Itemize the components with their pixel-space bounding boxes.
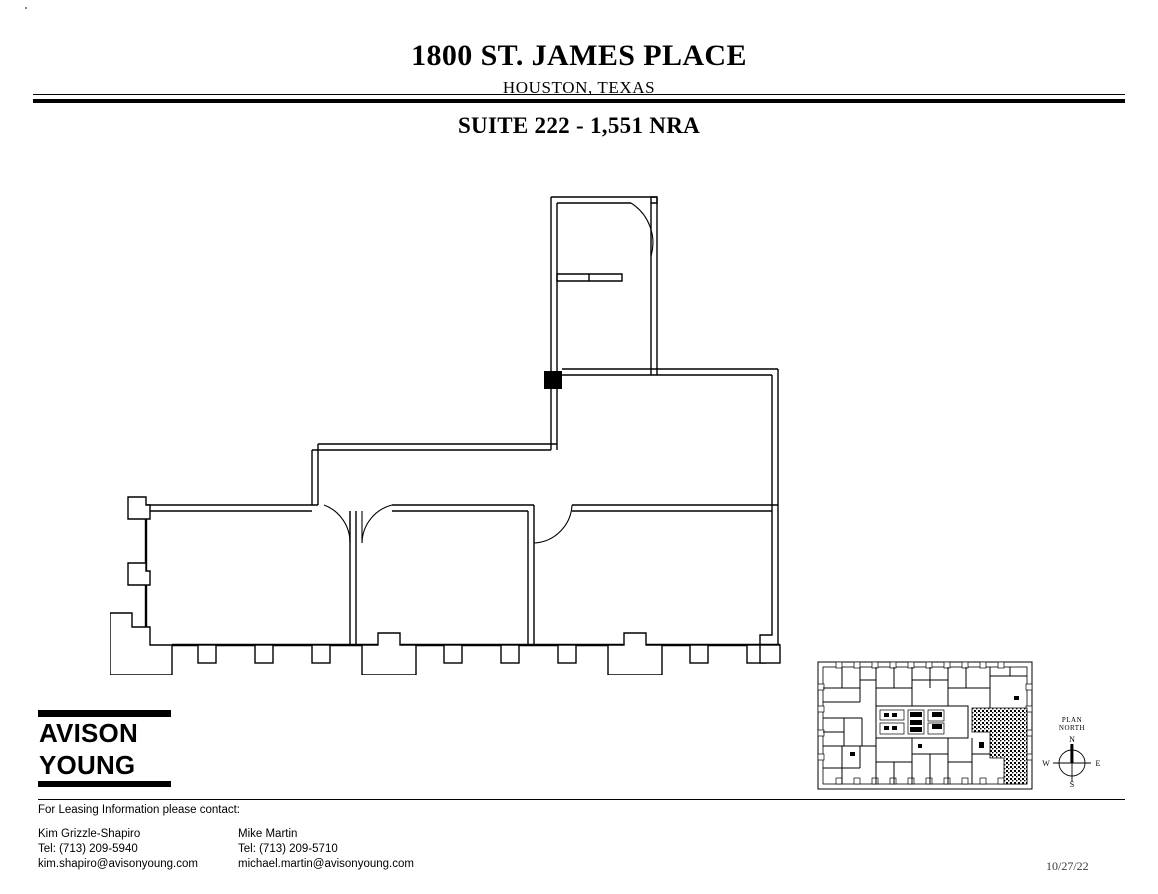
wall-right-lower-inner: [759, 505, 773, 645]
compass-title-line-1: PLAN: [1061, 716, 1083, 724]
door-swing-office-1: [323, 504, 351, 544]
compass-north-needle: [1070, 744, 1074, 763]
key-plan-partitions-lower: [823, 738, 990, 784]
avison-young-logo: AVISON YOUNG: [38, 710, 171, 787]
compass-label-north: N: [1069, 735, 1075, 744]
compass-label-west: W: [1042, 759, 1050, 768]
leasing-contact-block: For Leasing Information please contact: …: [38, 803, 738, 872]
logo-bar-top: [38, 710, 171, 717]
wall-upper-door-jamb: [650, 196, 658, 204]
compass-label-south: S: [1070, 780, 1074, 789]
page-subtitle: HOUSTON, TEXAS: [502, 77, 656, 97]
footer-divider: [38, 799, 1125, 800]
key-plan-core-detail: [879, 709, 945, 735]
floor-plan-drawing: [110, 196, 781, 675]
key-plan-drawing: [817, 661, 1033, 790]
compass-title-line-2: NORTH: [1058, 724, 1086, 732]
door-swing-office-3: [533, 504, 573, 544]
logo-bar-bottom: [38, 781, 171, 787]
column-bottom-right: [607, 632, 663, 675]
contact-email[interactable]: kim.shapiro@avisonyoung.com: [38, 858, 198, 870]
contact-phone: Tel: (713) 209-5940: [38, 843, 138, 855]
key-plan-mullions-sides: [817, 683, 1033, 761]
mullion-bottom-1: [197, 644, 217, 664]
column-bottom-far-right: [759, 644, 781, 664]
logo-text-line-2: YOUNG: [39, 750, 136, 780]
column-bottom-left: [110, 612, 173, 675]
key-plan-partitions-upper: [823, 667, 1027, 708]
key-plan-subject-suite-hatch: [971, 707, 1028, 785]
building-key-plan: [814, 658, 1036, 793]
casework-counter: [556, 273, 623, 282]
document-header: 1800 ST. JAMES PLACE HOUSTON, TEXAS: [0, 0, 1158, 98]
column-bottom-center: [361, 632, 417, 675]
contact-card-1: Kim Grizzle-Shapiro Tel: (713) 209-5940 …: [38, 827, 238, 872]
page-title: 1800 ST. JAMES PLACE: [411, 39, 747, 72]
page-speck: [25, 7, 27, 9]
key-plan-core-solids: [884, 712, 942, 732]
logo-text-line-1: AVISON: [39, 718, 138, 748]
contact-list: Kim Grizzle-Shapiro Tel: (713) 209-5940 …: [38, 827, 738, 872]
mullion-left-middle: [127, 562, 151, 586]
mullion-bottom-5: [500, 644, 520, 664]
key-plan-partitions-left: [823, 717, 863, 746]
mullion-left-top: [127, 496, 151, 520]
leasing-contact-heading: For Leasing Information please contact:: [38, 804, 241, 816]
door-swing-upper-room: [630, 202, 654, 257]
contact-email[interactable]: michael.martin@avisonyoung.com: [238, 858, 414, 870]
door-swing-office-2: [361, 504, 393, 544]
mullion-bottom-2: [254, 644, 274, 664]
header-rule-thin: [33, 94, 1125, 95]
header-rule-thick: [33, 99, 1125, 103]
mullion-bottom-3: [311, 644, 331, 664]
compass-rose-icon: N S W E: [1042, 735, 1101, 789]
mullion-bottom-4: [443, 644, 463, 664]
structural-column: [544, 371, 562, 389]
compass-label-east: E: [1096, 759, 1101, 768]
date-stamp: 10/27/22: [1046, 859, 1089, 873]
suite-222-floor-plan: [110, 175, 830, 675]
suite-title: SUITE 222 - 1,551 NRA: [457, 113, 701, 138]
contact-name: Kim Grizzle-Shapiro: [38, 828, 141, 840]
mullion-bottom-6: [557, 644, 577, 664]
contact-card-2: Mike Martin Tel: (713) 209-5710 michael.…: [238, 827, 498, 872]
key-plan-fixtures: [850, 696, 1019, 756]
contact-name: Mike Martin: [238, 828, 298, 840]
contact-phone: Tel: (713) 209-5710: [238, 843, 338, 855]
mullion-bottom-7: [689, 644, 709, 664]
key-plan-mullions-bottom: [835, 777, 1005, 785]
plan-north-compass: PLAN NORTH N S W E: [1036, 716, 1108, 794]
key-plan-mullions-top: [835, 661, 1005, 669]
